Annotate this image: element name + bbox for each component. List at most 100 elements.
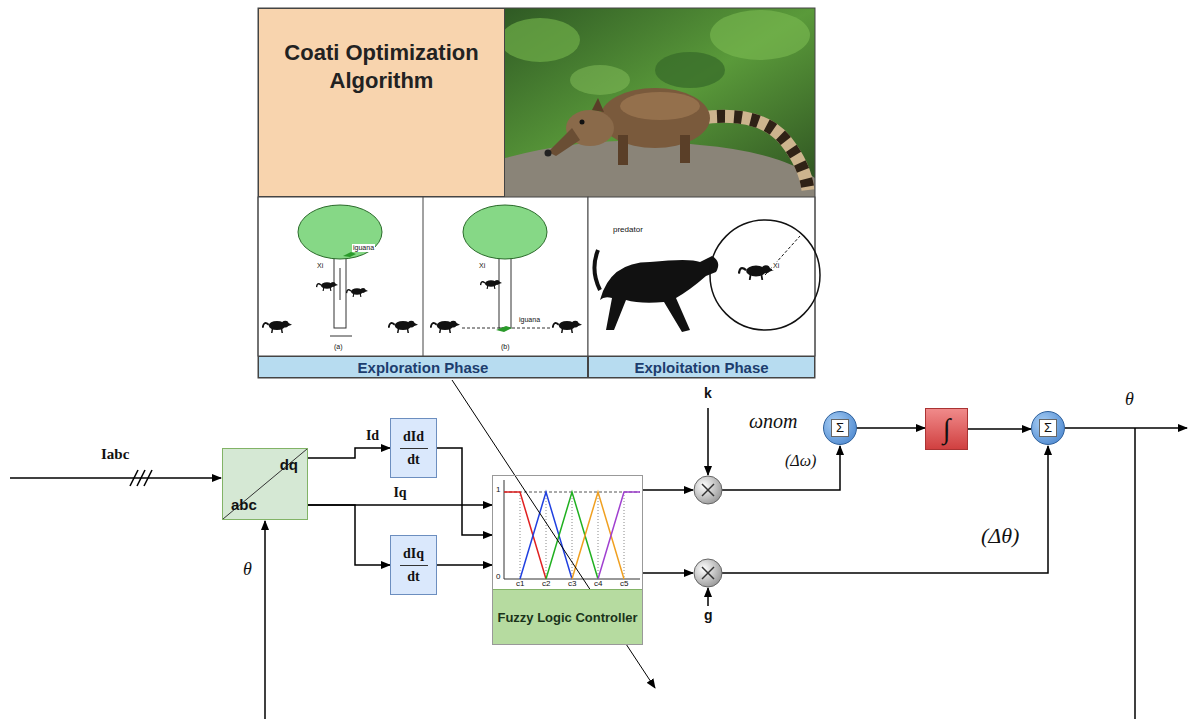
axis-tick: c2 [541,580,551,589]
sum-junction: Σ [823,411,857,445]
phase-panels [588,197,815,356]
signal-wires [264,521,266,719]
exploration-sketch-a [263,205,418,336]
gain-name: g [703,608,714,623]
node-text: dt [407,452,419,468]
fuzzy-membership-plot [572,492,624,579]
sketch-label: Xi [478,262,486,270]
signal-name: (Δω) [784,452,817,470]
node-text: dq [280,456,298,473]
node-text: dIq [403,546,424,562]
fuzzy-membership-plot [520,492,521,579]
coati-photo [548,128,580,156]
exploitation-sketch [739,265,774,280]
exploration-sketch-b [496,326,512,332]
exploration-sketch-b [481,280,502,289]
signal-wires [137,470,145,486]
sketch-label: Xi [316,262,324,270]
multiplier-symbol [694,476,722,504]
signal-wires [722,446,1048,573]
fuzzy-membership-plot [504,480,505,579]
coati-photo [500,8,815,197]
fuzzy-membership-plot [598,492,599,579]
exploration-sketch-b [463,205,547,259]
sketch-label: Xi [772,262,780,270]
signal-arrow [437,448,492,535]
coati-photo [700,116,808,190]
coati-photo [600,88,710,148]
signal-wires [1065,427,1187,429]
node-text: Fuzzy Logic Controller [493,589,642,644]
sketch-label: predator [612,226,644,235]
fuzzy-membership-plot [572,492,573,579]
multiplier-symbol [702,567,714,579]
sketch-label: iguana [518,316,541,324]
multiplier-symbol [694,559,722,587]
sum-junction: Σ [1031,411,1065,445]
signal-wires [130,470,138,486]
signal-name: θ [1124,390,1135,410]
axis-tick: 1 [495,486,501,495]
signal-name: Iabc [100,446,130,463]
exploration-sketch-a [298,205,382,259]
signal-name: ωnom [748,410,799,432]
exploitation-sketch [600,256,718,332]
fuzzy-membership-plot [493,476,642,590]
multiplier-symbol [702,567,714,579]
phase-panels [258,8,815,378]
signal-wires [722,446,840,490]
signal-wires [144,470,152,486]
coati-photo [592,98,604,112]
signal-arrow [857,427,925,429]
node-text: Σ [1039,419,1057,437]
exploration-sketch-a [263,321,292,333]
node-text: dId [403,429,424,445]
signal-arrow [308,505,390,565]
phase-panels [258,197,588,356]
fuzzy-membership-plot [504,492,546,579]
coati-photo [655,52,725,88]
transform-block: dq abc [222,448,308,520]
sketch-label: iguana [352,244,375,252]
derivative-block: dIqdt [390,535,437,595]
node-text: abc [231,496,257,513]
fraction-bar [400,565,428,566]
signal-name: θ [242,560,253,580]
fuzzy-membership-plot [520,492,572,579]
fuzzy-membership-plot [598,492,640,579]
phase-panels [258,8,815,378]
node-text: Exploration Phase [358,359,489,376]
axis-tick: 0 [495,573,501,582]
exploration-sketch-a [317,282,338,291]
multiplier-symbol [702,484,714,496]
panel-tag: (b) [500,343,511,351]
signal-arrow [968,428,1031,430]
signal-name: (Δθ) [980,524,1020,548]
fuzzy-membership-plot [624,492,625,579]
signal-name: Id [365,428,380,443]
exploitation-sketch [594,220,820,332]
fuzzy-controller: Fuzzy Logic Controller [492,475,643,645]
coati-photo [620,92,700,120]
panel-tag: (a) [333,343,344,351]
exploration-sketch-a [389,321,418,333]
exploration-sketch-a [334,250,346,328]
signal-wires [452,380,655,688]
axis-tick: c5 [619,580,629,589]
integrator-block: ∫ [925,408,968,450]
exploration-sketch-a [347,288,368,297]
axis-tick: c4 [593,580,603,589]
fuzzy-membership-plot [493,476,642,590]
derivative-block: dId dt [390,418,437,478]
coati-photo [700,116,808,190]
node-text: Σ [831,419,849,437]
phase-band: Exploration Phase [258,356,588,378]
fuzzy-membership-plot [546,492,547,579]
signal-wires [707,588,709,606]
signal-wires [707,408,709,475]
phase-panels [423,197,424,356]
gain-name: k [703,386,713,401]
signal-wires [643,489,693,491]
divider-line [223,449,307,519]
